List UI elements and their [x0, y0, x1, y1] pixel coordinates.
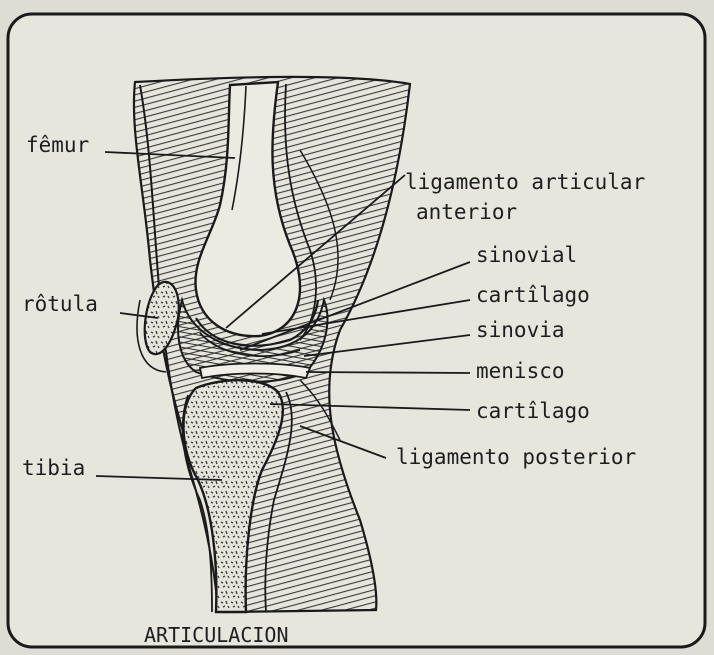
label-cartilago-upper: cartîlago	[476, 283, 590, 307]
label-rotula: rôtula	[22, 292, 98, 316]
label-femur: fêmur	[26, 133, 89, 157]
label-menisco: menisco	[476, 359, 565, 383]
diagram-caption: ARTICULACION	[144, 623, 289, 647]
label-cartilago-lower: cartîlago	[476, 399, 590, 423]
label-sinovial: sinovial	[476, 243, 577, 267]
label-tibia: tibia	[22, 456, 85, 480]
label-sinovia: sinovia	[476, 318, 565, 342]
label-ligamento-articular-anterior-line2: anterior	[416, 200, 517, 224]
label-ligamento-posterior: ligamento posterior	[396, 445, 636, 469]
label-ligamento-articular-anterior: ligamento articular	[405, 170, 645, 194]
